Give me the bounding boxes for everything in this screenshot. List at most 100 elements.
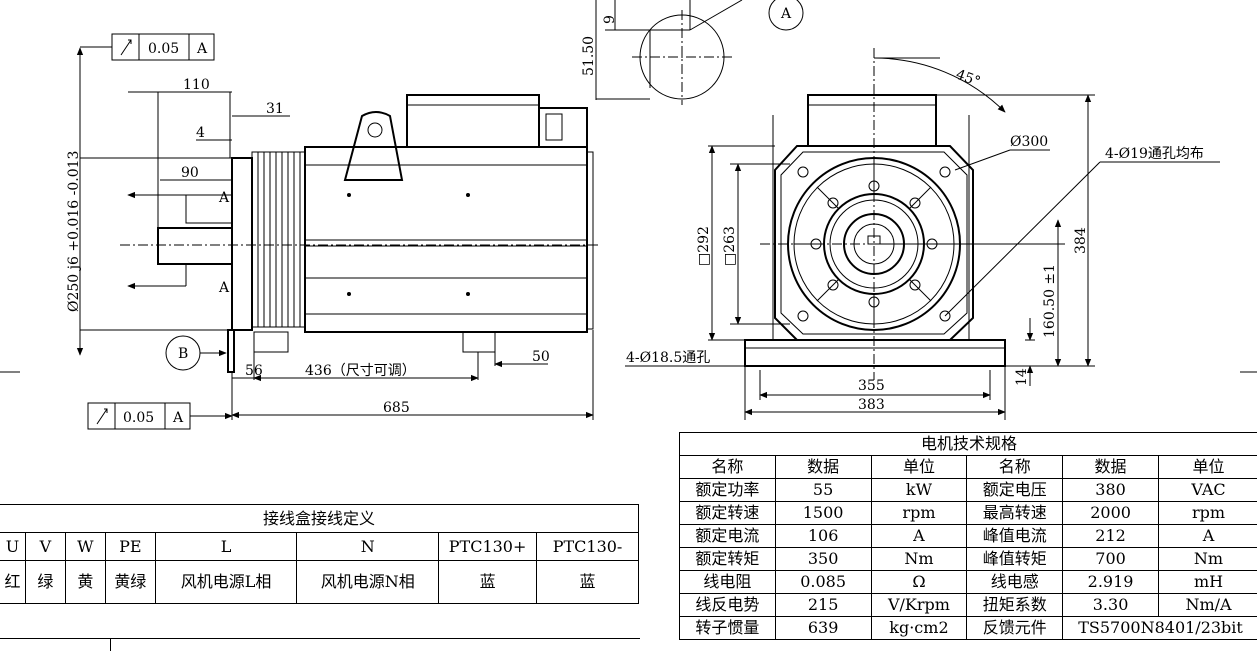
key-dim-9: 9 — [602, 15, 618, 24]
spec-row: 额定转矩 350 Nm 峰值转矩 700 Nm — [680, 548, 1257, 571]
spec-cell: A — [1159, 525, 1257, 548]
wiring-value: 蓝 — [537, 561, 639, 604]
dim-shaft-dia: Ø250 j6 +0.016 -0.013 — [66, 151, 82, 312]
wiring-value: 风机电源L相 — [155, 561, 297, 604]
spec-cell: VAC — [1159, 479, 1257, 502]
dim-base-holes: 4-Ø18.5通孔 — [626, 350, 710, 366]
spec-header: 单位 — [1159, 456, 1257, 479]
spec-cell: mH — [1159, 571, 1257, 594]
dim-50: 50 — [532, 349, 550, 365]
spec-header: 名称 — [680, 456, 776, 479]
dim-685: 685 — [383, 400, 410, 416]
dim-t14: 14 — [1014, 368, 1030, 386]
spec-cell: 最高转速 — [967, 502, 1063, 525]
spec-cell: 额定功率 — [680, 479, 776, 502]
wiring-header: W — [65, 533, 105, 561]
wiring-value: 黄绿 — [105, 561, 155, 604]
wiring-value: 红 — [0, 561, 25, 604]
spec-header: 名称 — [967, 456, 1063, 479]
spec-row: 线电阻 0.085 Ω 线电感 2.919 mH — [680, 571, 1257, 594]
dim-w355: 355 — [858, 378, 885, 394]
tol-bottom-datum: A — [172, 410, 184, 426]
spec-cell: TS5700N8401/23bit — [1063, 617, 1257, 640]
datum-a2: A — [218, 280, 230, 296]
spec-cell: 线反电势 — [680, 594, 776, 617]
wiring-header: U — [0, 533, 25, 561]
wiring-table: 接线盒接线定义 U V W PE L N PTC130+ PTC130- 红 绿… — [0, 504, 639, 604]
dim-436: 436（尺寸可调） — [305, 363, 416, 379]
spec-table: 电机技术规格 名称 数据 单位 名称 数据 单位 额定功率 55 kW 额定电压… — [679, 432, 1257, 640]
dim-110: 110 — [183, 77, 210, 93]
spec-cell: 215 — [775, 594, 871, 617]
spec-cell: 额定电流 — [680, 525, 776, 548]
table-fragment — [0, 638, 640, 651]
dim-h384: 384 — [1073, 227, 1089, 254]
dim-h160: 160.50 ±1 — [1042, 264, 1058, 338]
spec-row: 额定功率 55 kW 额定电压 380 VAC — [680, 479, 1257, 502]
spec-cell: 线电阻 — [680, 571, 776, 594]
dim-pcd: Ø300 — [1010, 134, 1048, 150]
spec-cell: 350 — [775, 548, 871, 571]
spec-cell: 反馈元件 — [967, 617, 1063, 640]
spec-header: 数据 — [775, 456, 871, 479]
spec-cell: 峰值电流 — [967, 525, 1063, 548]
spec-cell: Ω — [871, 571, 967, 594]
spec-cell: 线电感 — [967, 571, 1063, 594]
front-view: 45° Ø300 4-Ø19通孔均布 □292 □263 384 160.50 … — [625, 48, 1257, 420]
tol-bottom-value: 0.05 — [123, 410, 154, 426]
spec-cell: 700 — [1063, 548, 1159, 571]
wiring-value: 黄 — [65, 561, 105, 604]
dim-90: 90 — [181, 165, 199, 181]
wiring-header: PE — [105, 533, 155, 561]
spec-cell: 扭矩系数 — [967, 594, 1063, 617]
wiring-header: PTC130- — [537, 533, 639, 561]
spec-cell: 额定转矩 — [680, 548, 776, 571]
dim-sq263: □263 — [722, 226, 738, 266]
spec-cell: Nm/A — [1159, 594, 1257, 617]
dim-w383: 383 — [858, 397, 885, 413]
spec-cell: 2000 — [1063, 502, 1159, 525]
wiring-title: 接线盒接线定义 — [0, 505, 639, 533]
dim-angle: 45° — [954, 67, 983, 91]
side-view: 0.05 A 0.05 A 110 31 4 90 Ø250 j6 +0.016… — [0, 34, 600, 429]
spec-cell: 额定电压 — [967, 479, 1063, 502]
wiring-header: N — [297, 533, 439, 561]
wiring-value: 绿 — [25, 561, 65, 604]
spec-cell: A — [871, 525, 967, 548]
key-dim-51-50: 51.50 — [581, 36, 597, 76]
spec-cell: V/Krpm — [871, 594, 967, 617]
spec-cell: 380 — [1063, 479, 1159, 502]
dim-holes-4: 4-Ø19通孔均布 — [1105, 146, 1204, 162]
spec-cell: 639 — [775, 617, 871, 640]
wiring-value: 风机电源N相 — [297, 561, 439, 604]
spec-header: 数据 — [1063, 456, 1159, 479]
spec-cell: 0.085 — [775, 571, 871, 594]
spec-cell: Nm — [871, 548, 967, 571]
wiring-header: V — [25, 533, 65, 561]
datum-b: B — [178, 346, 188, 362]
spec-row: 额定转速 1500 rpm 最高转速 2000 rpm — [680, 502, 1257, 525]
spec-title: 电机技术规格 — [680, 433, 1257, 456]
wiring-value: 蓝 — [439, 561, 537, 604]
spec-cell: 55 — [775, 479, 871, 502]
spec-cell: rpm — [871, 502, 967, 525]
dim-31: 31 — [266, 101, 284, 117]
spec-row: 额定电流 106 A 峰值电流 212 A — [680, 525, 1257, 548]
key-detail: 9 51.50 A — [581, 0, 803, 105]
key-datum-a: A — [780, 6, 792, 22]
spec-cell: Nm — [1159, 548, 1257, 571]
spec-cell: 2.919 — [1063, 571, 1159, 594]
spec-cell: 1500 — [775, 502, 871, 525]
dim-56: 56 — [245, 363, 263, 379]
spec-cell: 转子惯量 — [680, 617, 776, 640]
spec-cell: kg·cm2 — [871, 617, 967, 640]
spec-cell: kW — [871, 479, 967, 502]
spec-cell: 额定转速 — [680, 502, 776, 525]
wiring-header: L — [155, 533, 297, 561]
spec-header: 单位 — [871, 456, 967, 479]
tol-top-datum: A — [196, 41, 208, 57]
spec-row: 线反电势 215 V/Krpm 扭矩系数 3.30 Nm/A — [680, 594, 1257, 617]
spec-cell: 212 — [1063, 525, 1159, 548]
spec-row: 转子惯量 639 kg·cm2 反馈元件 TS5700N8401/23bit — [680, 617, 1257, 640]
dim-4: 4 — [196, 125, 205, 141]
